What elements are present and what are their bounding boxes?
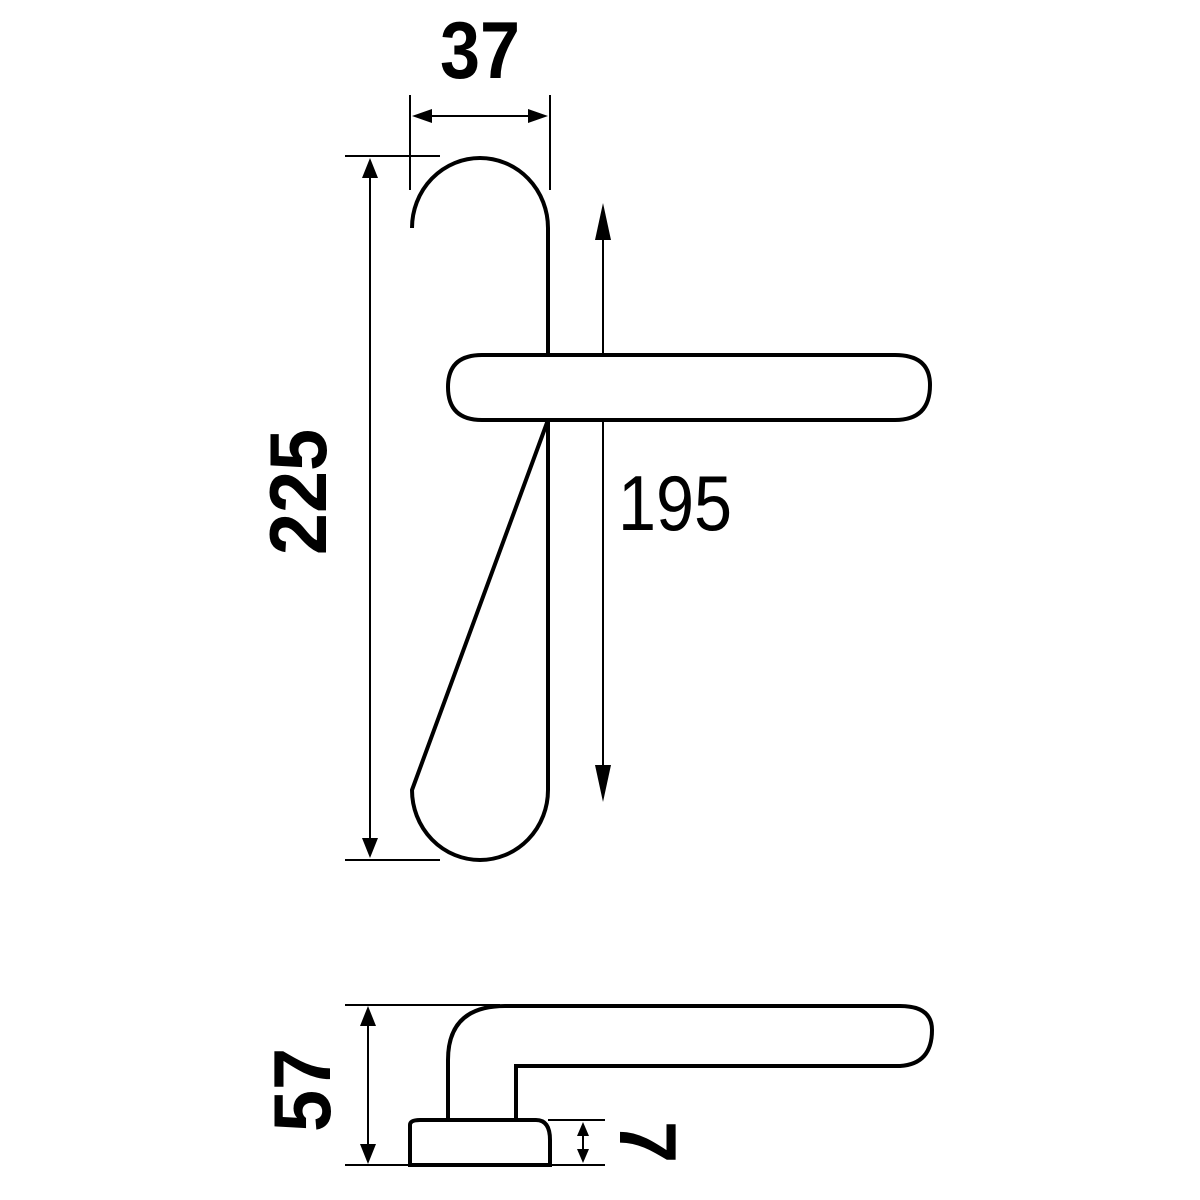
rose-outline xyxy=(408,1118,552,1167)
handle-side-outline xyxy=(446,1004,935,1120)
arrowhead-rose-top xyxy=(577,1122,589,1136)
front-view xyxy=(345,95,933,862)
plate-width-label: 37 xyxy=(440,6,520,96)
arrowhead-lever-top xyxy=(595,203,611,240)
arrowhead-rose-bottom xyxy=(577,1149,589,1163)
side-view xyxy=(345,1004,935,1167)
arrowhead-lever-bottom xyxy=(595,765,611,802)
arrowhead-bottom xyxy=(362,838,378,858)
arrowhead-top xyxy=(362,158,378,178)
lever-offset-label: 195 xyxy=(618,460,732,547)
arrowhead-right xyxy=(528,109,548,123)
arrowhead-depth-top xyxy=(360,1006,376,1026)
backplate-outline xyxy=(409,156,550,862)
lever-outline xyxy=(445,353,933,422)
total-depth-label: 57 xyxy=(257,1048,348,1132)
rose-thickness-label: 7 xyxy=(602,1121,693,1163)
plate-height-label: 225 xyxy=(253,429,344,555)
arrowhead-left xyxy=(412,109,432,123)
arrowhead-depth-bottom xyxy=(360,1144,376,1164)
